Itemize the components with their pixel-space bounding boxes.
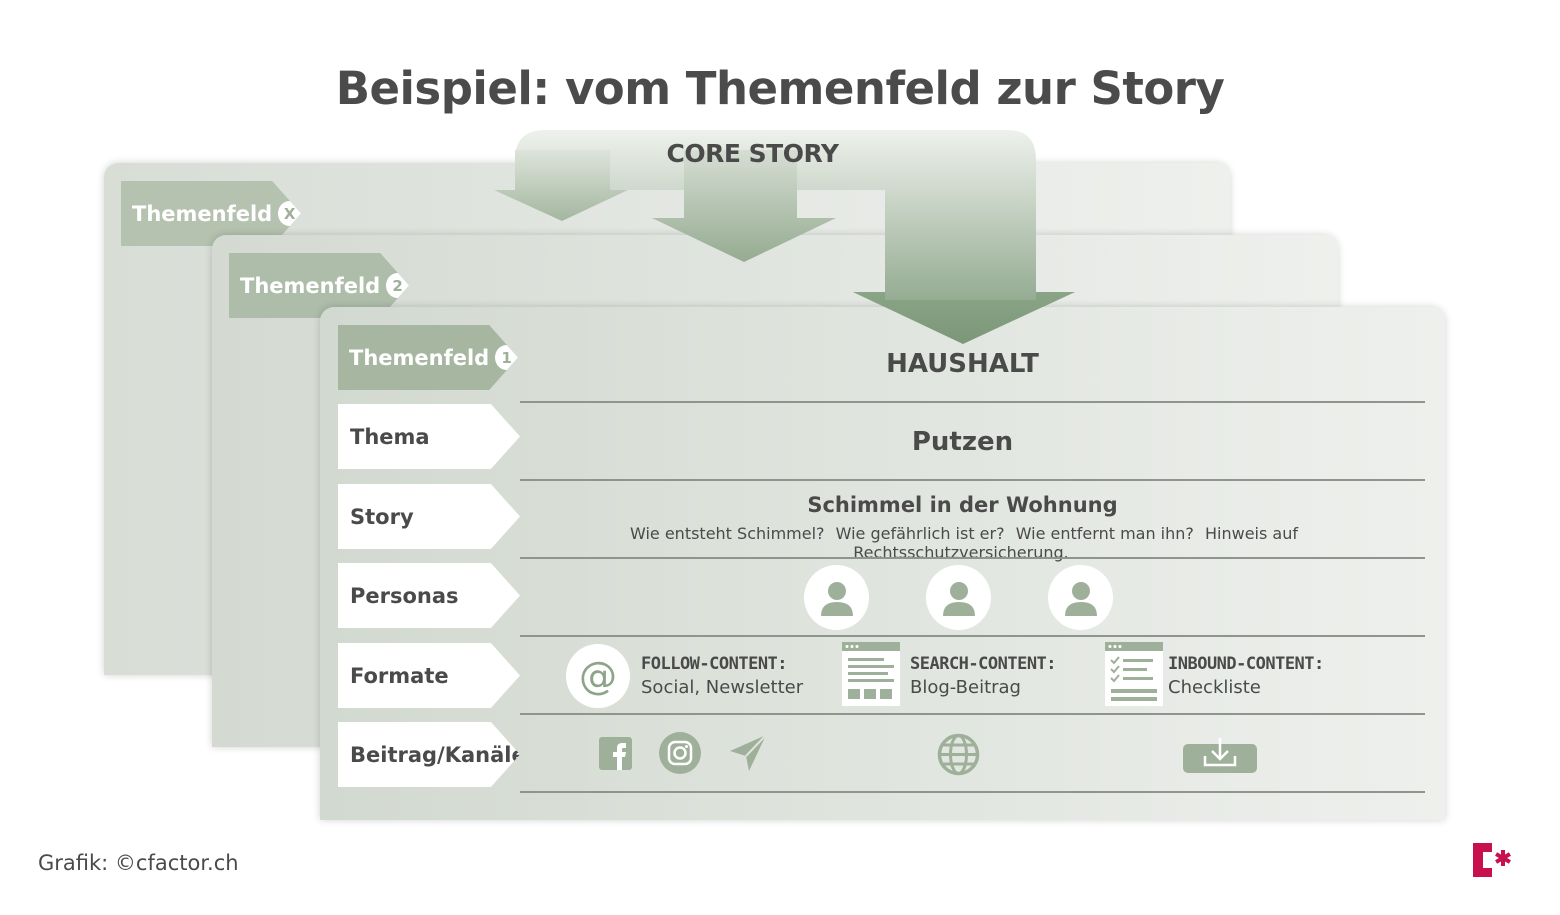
themenfeld-value: HAUSHALT <box>886 349 1039 379</box>
badge-x: X <box>278 201 301 226</box>
cfactor-logo <box>1473 843 1511 877</box>
globe-icon <box>937 733 980 776</box>
tab-themenfeld-1: Themenfeld 1 <box>338 325 518 390</box>
arrow-to-themenfeld-2 <box>652 150 836 262</box>
person-icon <box>820 581 853 616</box>
send-icon <box>730 734 767 771</box>
tab-themenfeld-2: Themenfeld 2 <box>229 253 409 318</box>
core-story-label: CORE STORY <box>666 139 839 168</box>
format-desc: Blog-Beitrag <box>910 677 1021 698</box>
badge-2: 2 <box>386 273 409 298</box>
tab-label: Themenfeld <box>349 345 490 370</box>
row-label-personas: Personas <box>338 563 520 628</box>
person-icon <box>1064 581 1097 616</box>
divider <box>520 635 1425 637</box>
format-follow: FOLLOW-CONTENT: Social, Newsletter <box>641 652 803 700</box>
badge-1: 1 <box>495 345 518 370</box>
checklist-icon <box>1105 642 1163 706</box>
format-type: SEARCH-CONTENT: <box>910 654 1057 674</box>
core-story-band <box>515 130 1075 344</box>
divider <box>520 557 1425 559</box>
question: Wie entsteht Schimmel? <box>629 524 825 543</box>
persona-avatar <box>1048 565 1113 630</box>
format-inbound: INBOUND-CONTENT: Checkliste <box>1168 652 1324 700</box>
format-desc: Social, Newsletter <box>641 677 804 698</box>
divider <box>520 479 1425 481</box>
tab-label: Themenfeld <box>132 201 273 226</box>
tab-label: Themenfeld <box>240 273 381 298</box>
question: Wie entfernt man ihn? <box>1015 524 1194 543</box>
blog-page-icon <box>842 642 900 706</box>
format-type: INBOUND-CONTENT: <box>1168 654 1324 674</box>
arrow-to-themenfeld-x <box>494 150 628 221</box>
download-icon <box>1183 738 1257 773</box>
story-title: Schimmel in der Wohnung <box>807 493 1118 517</box>
row-label-kanaele: Beitrag/Kanäle <box>338 722 520 787</box>
divider <box>520 791 1425 793</box>
format-desc: Checkliste <box>1168 677 1261 698</box>
persona-avatar <box>804 565 869 630</box>
credit-text: Grafik: ©cfactor.ch <box>38 851 239 875</box>
instagram-icon <box>659 732 701 774</box>
at-icon: @ <box>566 644 630 708</box>
format-search: SEARCH-CONTENT: Blog-Beitrag <box>910 652 1057 700</box>
question: Wie gefährlich ist er? <box>835 524 1005 543</box>
divider <box>520 401 1425 403</box>
thema-value: Putzen <box>911 427 1014 457</box>
card-themenfeld-1 <box>320 307 1445 820</box>
facebook-icon <box>599 737 632 770</box>
page-title: Beispiel: vom Themenfeld zur Story <box>335 62 1225 115</box>
row-label-thema: Thema <box>338 404 520 469</box>
person-icon <box>942 581 975 616</box>
format-type: FOLLOW-CONTENT: <box>641 654 788 674</box>
persona-avatar <box>926 565 991 630</box>
row-label-story: Story <box>338 484 520 549</box>
row-label-formate: Formate <box>338 643 520 708</box>
divider <box>520 713 1425 715</box>
